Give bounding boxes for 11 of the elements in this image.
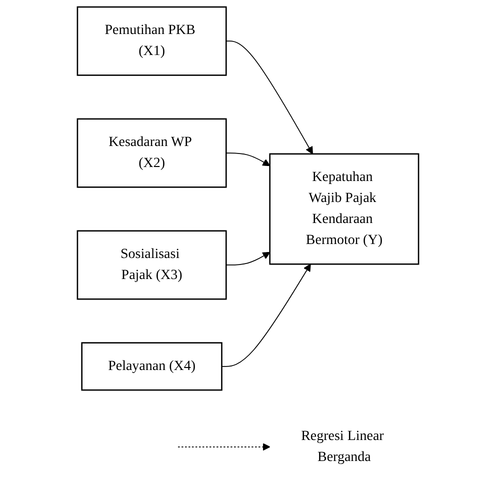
arrow (178, 443, 270, 451)
arrow (226, 40, 313, 154)
node-box: Pelayanan (X4) (81, 342, 222, 391)
node-box: Kepatuhan Wajib Pajak Kendaraan Bermotor (Y) (269, 153, 420, 265)
node-box: Pemutihan PKB (X1) (76, 6, 227, 76)
node-box: Sosialisasi Pajak (X3) (76, 230, 227, 300)
arrow (226, 252, 270, 266)
node-text: Regresi Linear Berganda (301, 428, 384, 464)
node-box: Kesadaran WP (X2) (76, 118, 227, 188)
arrow (226, 152, 270, 166)
arrow (221, 264, 311, 367)
